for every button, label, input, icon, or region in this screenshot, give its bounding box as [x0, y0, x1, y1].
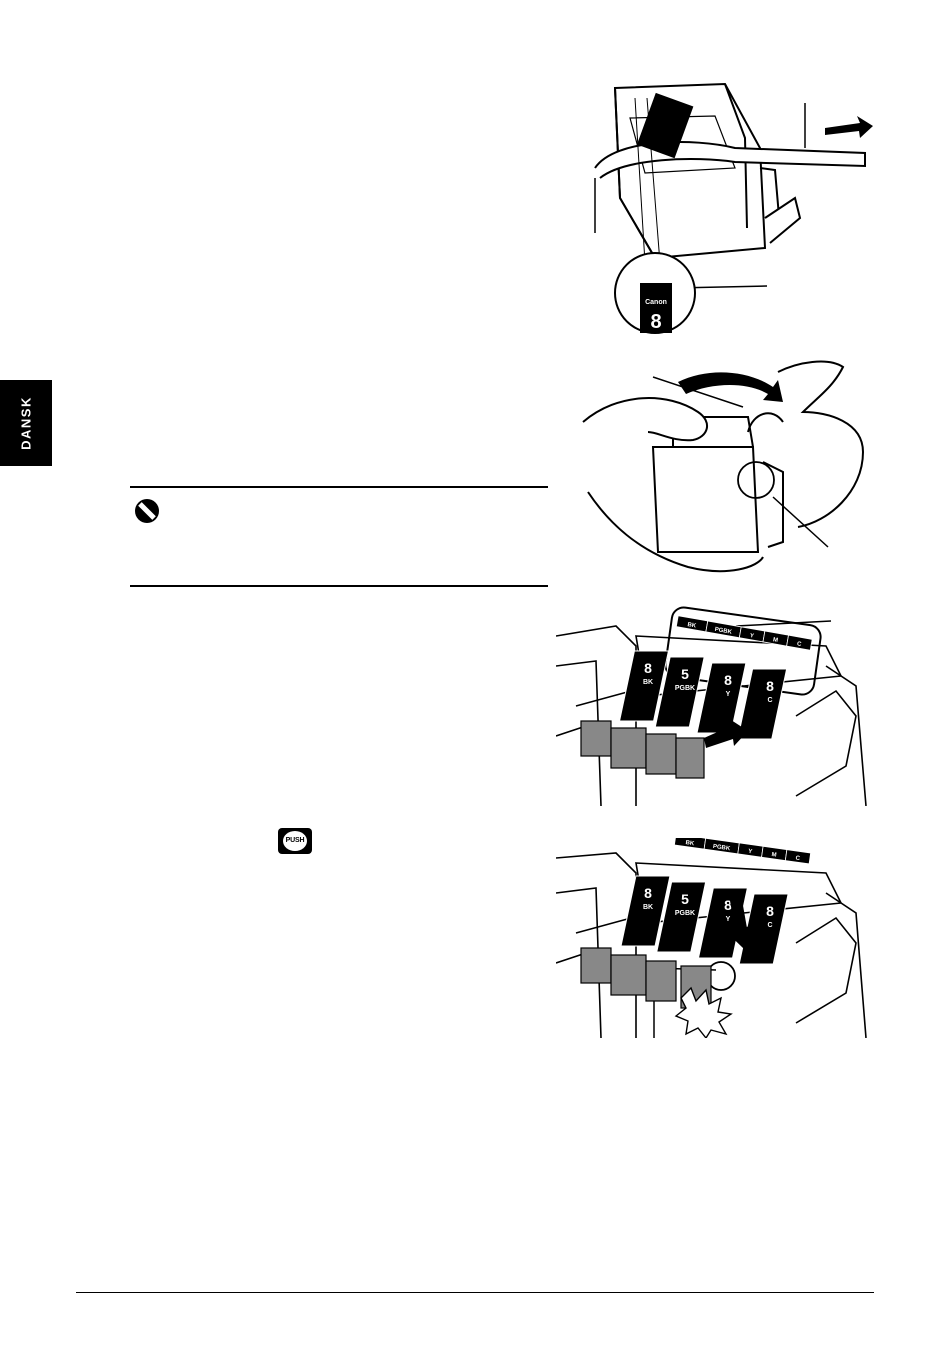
cartridge-color-label: PGBK [675, 685, 695, 692]
cartridge-color-label: C [767, 697, 772, 704]
note-top-rule [130, 486, 548, 488]
slot-label: M [771, 852, 777, 859]
push-button-label: PUSH [283, 831, 307, 851]
note-bottom-rule [130, 585, 548, 587]
cartridge-number-label: 8 [766, 678, 774, 694]
cartridge-number-label: 8 [644, 660, 652, 676]
cartridge-number-label: 5 [681, 666, 689, 682]
cartridge-number-label: 5 [681, 891, 689, 907]
remove-cap-illustration [578, 352, 868, 582]
cartridge-number: 8 [650, 311, 661, 333]
slot-label: Y [748, 849, 753, 856]
language-tab: DANSK [0, 380, 52, 466]
cartridge-color-label: PGBK [675, 910, 695, 917]
cartridge-tape-illustration: Canon 8 [575, 78, 875, 348]
ink-cartridge [697, 663, 746, 733]
cartridge-color-label: BK [643, 904, 653, 911]
cartridge-brand: Canon [645, 299, 667, 306]
cartridge-number-label: 8 [766, 903, 774, 919]
cartridge-number-label: 8 [644, 885, 652, 901]
cartridge-color-label: Y [726, 916, 731, 923]
cartridge-number-label: 8 [724, 672, 732, 688]
ink-cartridge [738, 669, 787, 739]
caution-icon [134, 498, 160, 524]
footer-rule [76, 1292, 874, 1293]
cartridge-color-label: C [767, 922, 772, 929]
slot-label: M [772, 637, 778, 644]
cartridge-color-label: Y [726, 691, 731, 698]
push-button-icon: PUSH [278, 828, 312, 854]
cartridge-color-label: BK [643, 679, 653, 686]
language-tab-label: DANSK [19, 396, 34, 450]
